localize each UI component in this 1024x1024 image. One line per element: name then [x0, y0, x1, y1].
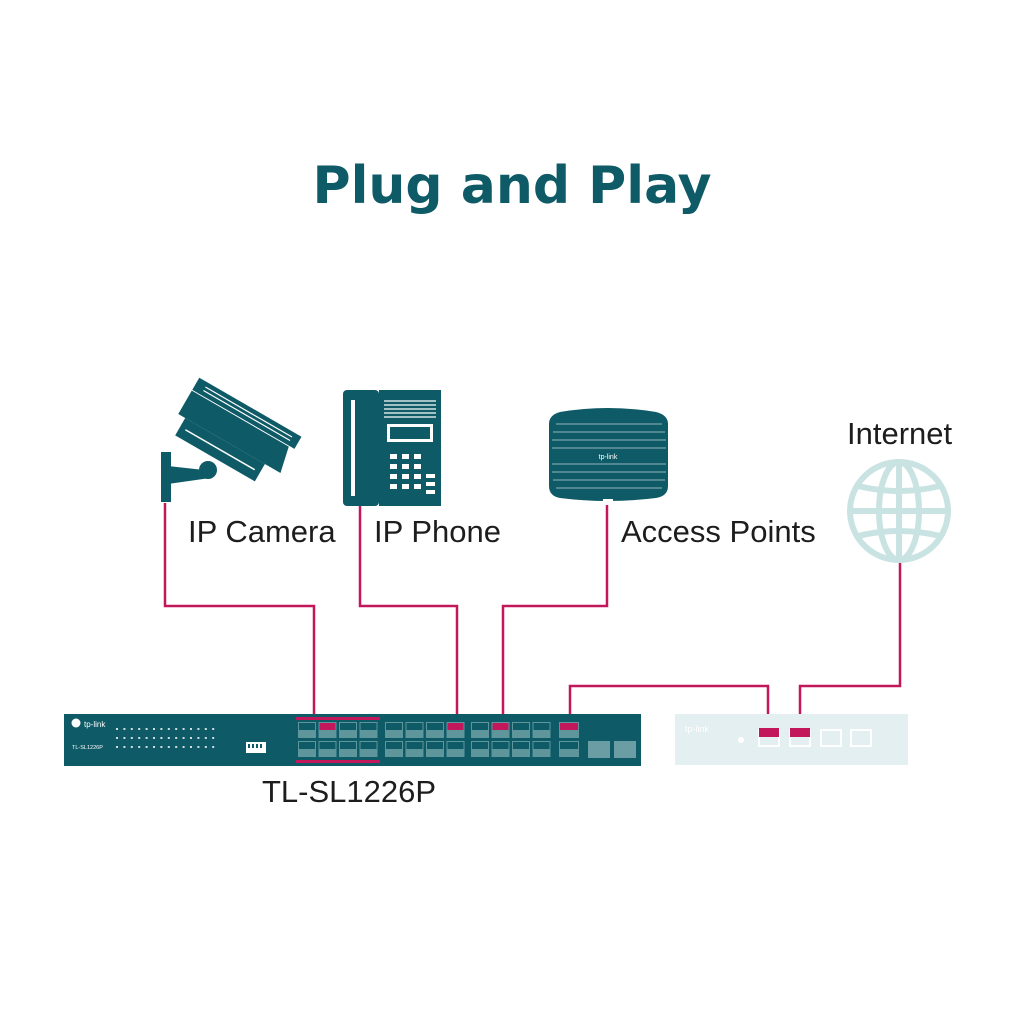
port-contact: [340, 723, 356, 730]
router-brand-logo: tp-link: [685, 724, 710, 734]
port-contact: [406, 742, 423, 749]
led-indicator: [130, 728, 133, 730]
led-indicator: [175, 728, 178, 730]
uplink-cable: [568, 684, 770, 730]
led-indicator: [175, 746, 178, 748]
led-indicator: [160, 728, 163, 730]
port-contact: [533, 723, 550, 730]
access-points-label: Access Points: [621, 514, 816, 549]
led-indicator: [197, 746, 200, 748]
led-indicator: [212, 746, 215, 748]
led-indicator: [212, 737, 215, 739]
led-indicator: [138, 737, 141, 739]
led-indicator: [145, 746, 148, 748]
port-contact: [360, 742, 377, 749]
led-indicator: [160, 746, 163, 748]
switch-brand-logo: tp-link: [84, 720, 106, 729]
led-indicator: [130, 746, 133, 748]
led-indicator: [160, 737, 163, 739]
led-indicator: [123, 746, 126, 748]
port-contact: [360, 723, 377, 730]
led-indicator: [167, 728, 170, 730]
led-indicator: [204, 746, 207, 748]
port-contact: [533, 742, 550, 749]
internet-label: Internet: [847, 416, 953, 451]
ip-phone-label: IP Phone: [374, 514, 501, 549]
internet-cable: [798, 563, 902, 730]
led-indicator: [123, 728, 126, 730]
led-indicator: [116, 728, 118, 730]
switch-icon: tp-link TL-SL1226P: [64, 714, 641, 766]
led-indicator: [116, 737, 118, 739]
cables: [163, 503, 902, 730]
led-indicator: [138, 746, 141, 748]
led-indicator: [197, 728, 200, 730]
led-indicator: [130, 737, 133, 739]
led-indicator: [167, 737, 170, 739]
connected-port-plug: [560, 723, 578, 730]
port-contact: [386, 742, 402, 749]
led-indicator: [182, 728, 185, 730]
led-indicator: [204, 728, 207, 730]
led-indicator: [197, 737, 200, 739]
led-indicator: [167, 746, 170, 748]
led-indicator: [145, 737, 148, 739]
led-indicator: [182, 737, 185, 739]
router-icon: tp-link: [675, 714, 908, 765]
port-contact: [447, 742, 464, 749]
connected-port-plug: [319, 723, 336, 730]
port-contact: [427, 723, 443, 730]
led-indicator: [182, 746, 185, 748]
port-contact: [513, 723, 529, 730]
led-indicator: [153, 737, 155, 739]
led-indicator: [153, 728, 155, 730]
port-contact: [513, 742, 529, 749]
led-indicator: [175, 737, 178, 739]
led-indicator: [153, 746, 155, 748]
page-title: Plug and Play: [312, 156, 712, 216]
camera-icon: [161, 377, 302, 502]
port-contact: [472, 742, 488, 749]
phone-cable: [358, 503, 459, 728]
switch-model-small: TL-SL1226P: [72, 745, 103, 751]
led-indicator: [212, 728, 215, 730]
ip-camera-label: IP Camera: [188, 514, 336, 549]
connected-port-plug: [447, 723, 464, 730]
port-contact: [299, 742, 315, 749]
led-indicator: [123, 737, 126, 739]
port-contact: [319, 742, 336, 749]
globe-icon: [847, 459, 951, 563]
camera-cable: [163, 503, 316, 728]
port-contact: [340, 742, 356, 749]
ap-brand-logo: tp-link: [599, 454, 618, 461]
led-indicator: [145, 728, 148, 730]
port-contact: [386, 723, 402, 730]
led-indicator: [190, 737, 192, 739]
led-indicator: [190, 746, 192, 748]
switch-model-label: TL-SL1226P: [262, 774, 437, 809]
led-indicator: [138, 728, 141, 730]
port-contact: [560, 742, 578, 749]
port-contact: [492, 742, 509, 749]
port-contact: [406, 723, 423, 730]
connected-port-plug: [492, 723, 509, 730]
led-indicator: [190, 728, 192, 730]
phone-icon: [343, 390, 441, 506]
led-indicator: [116, 746, 118, 748]
port-contact: [472, 723, 488, 730]
led-indicator: [204, 737, 207, 739]
port-contact: [427, 742, 443, 749]
access-point-icon: tp-link: [549, 408, 668, 504]
ap-cable: [501, 505, 609, 728]
port-contact: [299, 723, 315, 730]
